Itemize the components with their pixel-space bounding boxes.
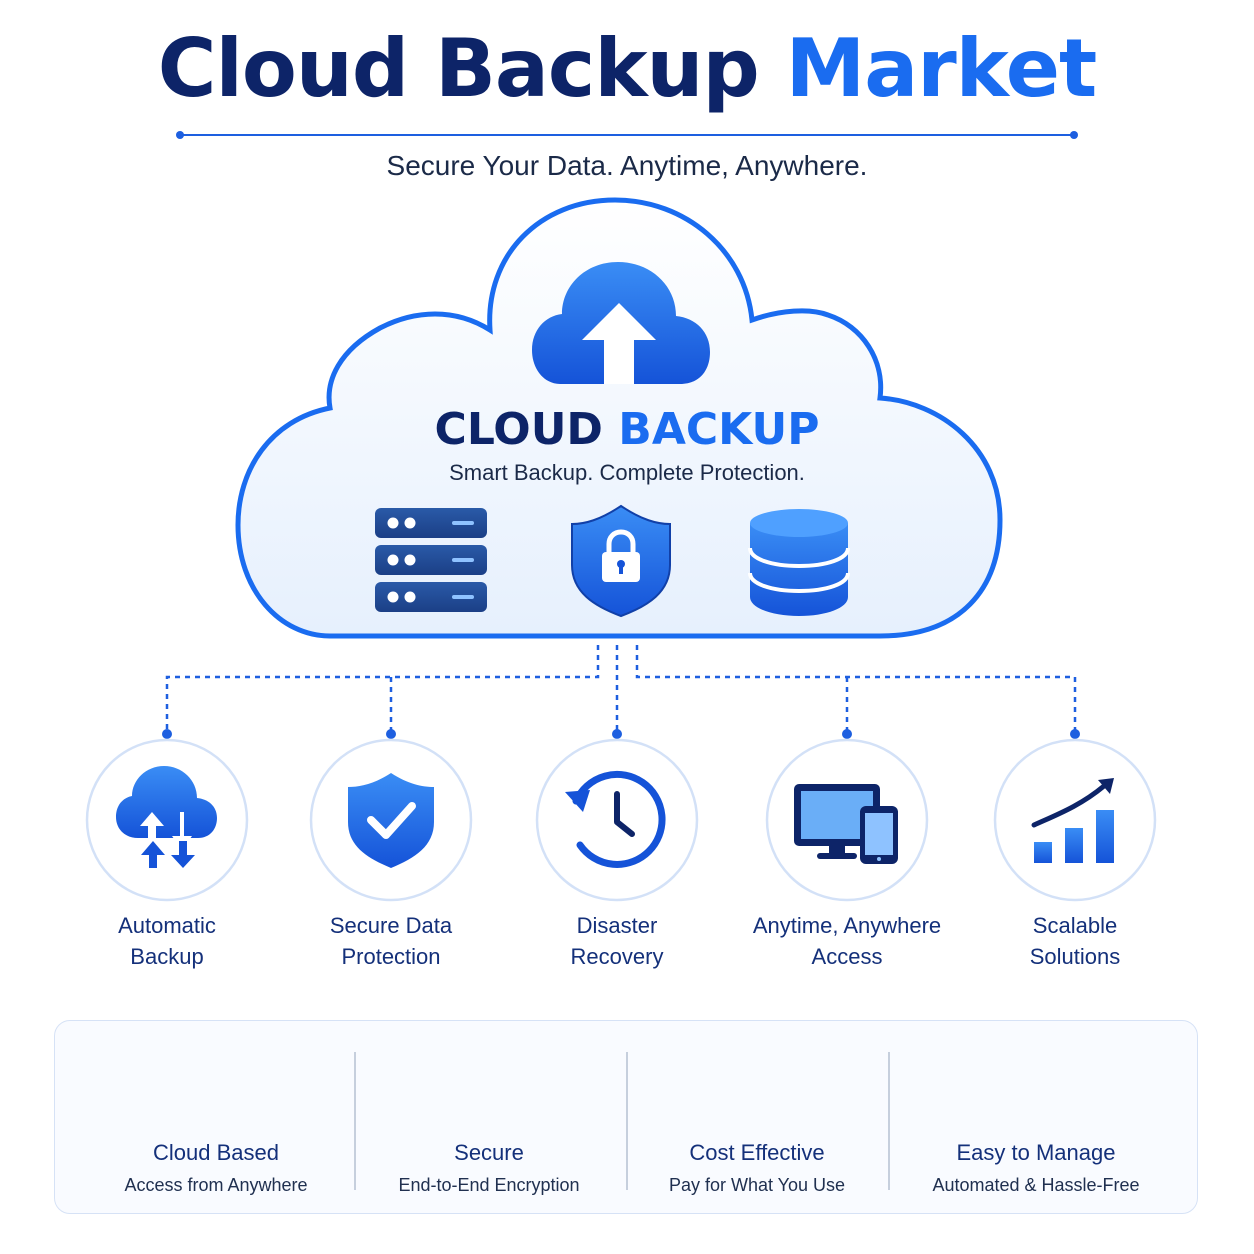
benefit-title-cloud-based: Cloud Based	[153, 1140, 279, 1165]
benefit-desc-cloud-based: Access from Anywhere	[124, 1175, 308, 1195]
feature-label-line1: Secure Data	[329, 913, 453, 938]
hub-tagline: Smart Backup. Complete Protection.	[449, 460, 805, 485]
server-rack-icon	[375, 508, 487, 612]
cloud-upload-icon	[532, 262, 710, 384]
database-icon	[748, 509, 850, 616]
feature-label-line2: Access	[811, 944, 883, 969]
feature-label-line2: Protection	[341, 944, 441, 969]
feature-label-line2: Backup	[130, 944, 204, 969]
feature-circles	[85, 738, 1157, 902]
feature-label-line2: Solutions	[1029, 944, 1121, 969]
feature-label-line1: Anytime, Anywhere	[752, 913, 942, 938]
cloud-sync-icon	[116, 766, 217, 868]
feature-label-secure-data-protection: Secure Data Protection	[276, 910, 506, 972]
title-divider	[176, 131, 1078, 139]
shield-check-icon	[348, 773, 434, 868]
benefit-title-secure: Secure	[454, 1140, 524, 1165]
benefits-divider	[888, 1052, 890, 1190]
benefit-desc-cost-effective: Pay for What You Use	[668, 1175, 846, 1195]
growth-chart-icon	[1031, 778, 1114, 863]
feature-label-line1: Scalable	[1032, 913, 1118, 938]
page-title: Cloud Backup Market	[0, 22, 1254, 115]
hub-title: CLOUD BACKUP	[327, 404, 927, 455]
benefit-desc-secure: End-to-End Encryption	[398, 1175, 580, 1195]
devices-icon	[794, 784, 898, 864]
feature-label-line1: Disaster	[576, 913, 658, 938]
feature-label-disaster-recovery: Disaster Recovery	[502, 910, 732, 972]
feature-label-anytime-anywhere-access: Anytime, Anywhere Access	[732, 910, 962, 972]
title-part2: Market	[785, 22, 1098, 115]
benefit-desc-easy-to-manage: Automated & Hassle-Free	[932, 1175, 1140, 1195]
connector-lines	[165, 645, 1077, 732]
benefit-title-easy-to-manage: Easy to Manage	[956, 1140, 1116, 1165]
hub-title-part1: CLOUD	[434, 404, 603, 455]
title-part1: Cloud Backup	[157, 22, 760, 115]
feature-label-scalable-solutions: Scalable Solutions	[960, 910, 1190, 972]
hub-title-part2: BACKUP	[618, 404, 820, 455]
history-clock-icon	[565, 771, 666, 868]
connector-dots	[162, 729, 1080, 739]
benefits-divider	[626, 1052, 628, 1190]
feature-label-line2: Recovery	[570, 944, 664, 969]
feature-label-automatic-backup: Automatic Backup	[52, 910, 282, 972]
page-subtitle: Secure Your Data. Anytime, Anywhere.	[386, 150, 868, 181]
benefits-divider	[354, 1052, 356, 1190]
benefit-title-cost-effective: Cost Effective	[689, 1140, 825, 1165]
shield-lock-icon	[571, 504, 671, 618]
feature-label-line1: Automatic	[118, 913, 216, 938]
